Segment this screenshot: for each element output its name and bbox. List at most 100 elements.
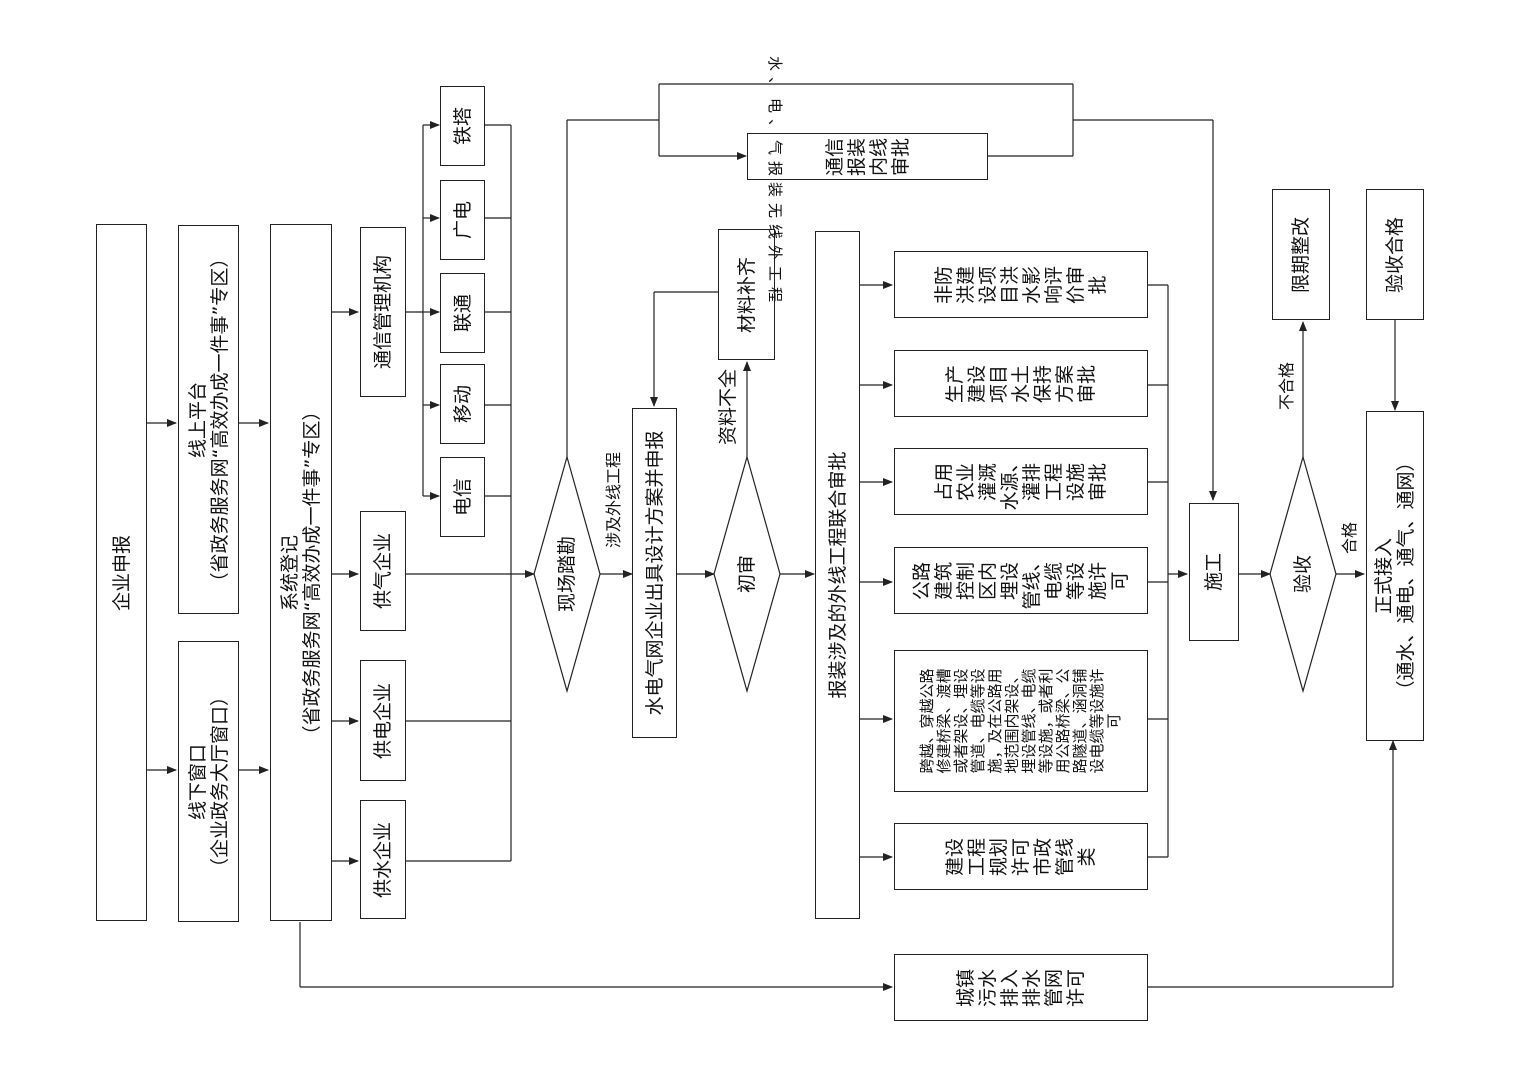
road-crossing-line: 跨越、穿越公路 [918, 668, 936, 774]
irrigation-approval-line: 审批 [1087, 462, 1109, 501]
road-control-line: 建筑 [933, 561, 955, 600]
carrier-tower-box: 铁塔 [440, 86, 485, 166]
soil-approval-box: 生产建设项目水土保持方案审批 [894, 350, 1148, 417]
planning-permit-line: 类 [1076, 846, 1098, 867]
sewage-permit-box: 城镇污水排入排水管网许可 [894, 954, 1148, 1021]
soil-approval-line: 项目 [988, 364, 1010, 403]
planning-permit-line: 工程 [966, 837, 988, 876]
design-scheme-box: 水电气网企业出具设计方案并申报 [632, 408, 677, 738]
sewage-permit-line: 许可 [1065, 968, 1087, 1007]
carrier-telecom-box: 电信 [440, 457, 485, 537]
flood-approval-line: 洪建 [955, 265, 977, 304]
planning-permit-line: 管线 [1054, 837, 1076, 876]
carrier-broadcast-box: 广电 [440, 180, 485, 260]
road-control-line: 区内 [977, 561, 999, 600]
planning-permit-line: 建设 [944, 837, 966, 876]
online-platform-title: 线上平台 [186, 381, 209, 458]
road-crossing-line: 修建桥梁、渡槽 [935, 668, 953, 774]
carrier-tower-label: 铁塔 [451, 106, 474, 146]
telecom-admin-box: 通信管理机构 [360, 227, 406, 397]
supplement-materials-box: 材料补齐 [718, 229, 775, 360]
road-control-line: 管线、 [1021, 551, 1043, 610]
rectify-label: 限期整改 [1290, 216, 1312, 293]
irrigation-approval-line: 灌溉 [977, 462, 999, 501]
sewage-permit-line: 管网 [1043, 968, 1065, 1007]
flood-approval-line: 设项 [977, 265, 999, 304]
water-company-box: 供水企业 [360, 800, 406, 919]
online-platform-box: 线上平台（省政务服务网“高效办成一件事”专区） [178, 225, 239, 614]
joint-review-label: 报装涉及的外线工程联合审批 [826, 451, 849, 699]
external-works-label: 涉及外线工程 [604, 451, 623, 549]
sewage-permit-line: 城镇 [955, 968, 977, 1007]
acceptance-diamond-label: 验收 [1292, 554, 1314, 594]
road-crossing-line: 路隧道、涵洞铺 [1071, 668, 1089, 774]
flood-approval-line: 目洪 [999, 265, 1021, 304]
road-control-line: 施许 [1087, 561, 1109, 600]
telecom-admin-label: 通信管理机构 [372, 254, 394, 370]
flood-approval-line: 响评 [1043, 265, 1065, 304]
inner-line-line: 内线 [867, 137, 890, 176]
carrier-broadcast-label: 广电 [451, 200, 474, 240]
survey-diamond-label: 现场踏勘 [556, 535, 578, 613]
carrier-unicom-label: 联通 [451, 293, 474, 333]
first-review-diamond-label: 初审 [736, 554, 758, 594]
sewage-permit-line: 污水 [977, 968, 999, 1007]
irrigation-approval-line: 灌排 [1021, 462, 1043, 501]
carrier-unicom-box: 联通 [440, 273, 485, 353]
flood-approval-line: 水影 [1021, 265, 1043, 304]
enterprise-apply-box: 企业申报 [96, 224, 147, 921]
irrigation-approval-line: 水源、 [999, 452, 1021, 511]
road-control-line: 埋设 [999, 561, 1021, 600]
soil-approval-line: 审批 [1076, 364, 1098, 403]
inner-line-line: 通信 [823, 137, 846, 176]
inner-line-approval-box: 通信报装内线审批 [747, 133, 988, 180]
road-crossing-line: 可 [1105, 713, 1123, 729]
system-register-title: 系统登记 [279, 534, 301, 611]
offline-window-box: 线下窗口（企业政务大厅窗口） [178, 641, 239, 922]
rectify-box: 限期整改 [1272, 189, 1330, 320]
irrigation-approval-line: 设施 [1065, 462, 1087, 501]
road-control-line: 等设 [1065, 561, 1087, 600]
flood-approval-box: 非防洪建设项目洪水影响评价审批 [894, 251, 1148, 318]
inner-line-line: 报装 [845, 137, 868, 176]
flood-approval-line: 非防 [933, 265, 955, 304]
road-control-permit-box: 公路建筑控制区内埋设管线、电缆等设施许可 [894, 547, 1148, 614]
water-company-label: 供水企业 [372, 821, 394, 898]
irrigation-approval-line: 工程 [1043, 462, 1065, 501]
incomplete-docs-label: 资料不全 [717, 368, 739, 446]
no-external-works-label: 水、电、气报装无线外工程 [766, 56, 996, 308]
pass-label: 合格 [1340, 521, 1359, 555]
road-crossing-permit-box: 跨越、穿越公路修建桥梁、渡槽或者架设、埋设管道、电缆等设施，及在公路用地范围内架… [894, 650, 1148, 792]
joint-review-box: 报装涉及的外线工程联合审批 [815, 231, 860, 919]
road-crossing-line: 用公路桥梁、公 [1054, 668, 1072, 774]
system-register-subtitle: （省政务服务网“高效办成一件事”专区） [301, 401, 323, 744]
construction-box: 施工 [1189, 503, 1239, 641]
supplement-materials-label: 材料补齐 [735, 256, 758, 333]
formal-connect-subtitle: （通水、通电、通气、通网） [1395, 452, 1417, 700]
planning-permit-box: 建设工程规划许可市政管线类 [894, 823, 1148, 890]
soil-approval-line: 建设 [966, 364, 988, 403]
road-control-line: 公路 [911, 561, 933, 600]
road-control-line: 可 [1109, 570, 1131, 591]
irrigation-approval-line: 农业 [955, 462, 977, 501]
planning-permit-line: 市政 [1032, 837, 1054, 876]
flood-approval-line: 批 [1087, 274, 1109, 295]
sewage-permit-line: 排水 [1021, 968, 1043, 1007]
irrigation-approval-box: 占用农业灌溉水源、灌排工程设施审批 [894, 448, 1148, 515]
flood-approval-line: 价审 [1065, 265, 1087, 304]
inner-line-line: 审批 [889, 137, 912, 176]
soil-approval-line: 方案 [1054, 364, 1076, 403]
road-crossing-line: 管道、电缆等设 [969, 668, 987, 774]
road-crossing-line: 埋设管线、电缆 [1020, 668, 1038, 774]
road-crossing-line: 设电缆等设施许 [1088, 668, 1106, 774]
road-crossing-line: 或者架设、埋设 [952, 668, 970, 774]
soil-approval-line: 保持 [1032, 364, 1054, 403]
online-platform-subtitle: （省政务服务网“高效办成一件事”专区） [208, 248, 231, 591]
carrier-mobile-box: 移动 [440, 364, 485, 444]
sewage-permit-line: 排入 [999, 968, 1021, 1007]
gas-company-box: 供气企业 [360, 511, 406, 631]
soil-approval-line: 生产 [944, 364, 966, 403]
road-control-line: 电缆 [1043, 561, 1065, 600]
planning-permit-line: 规划 [988, 837, 1010, 876]
